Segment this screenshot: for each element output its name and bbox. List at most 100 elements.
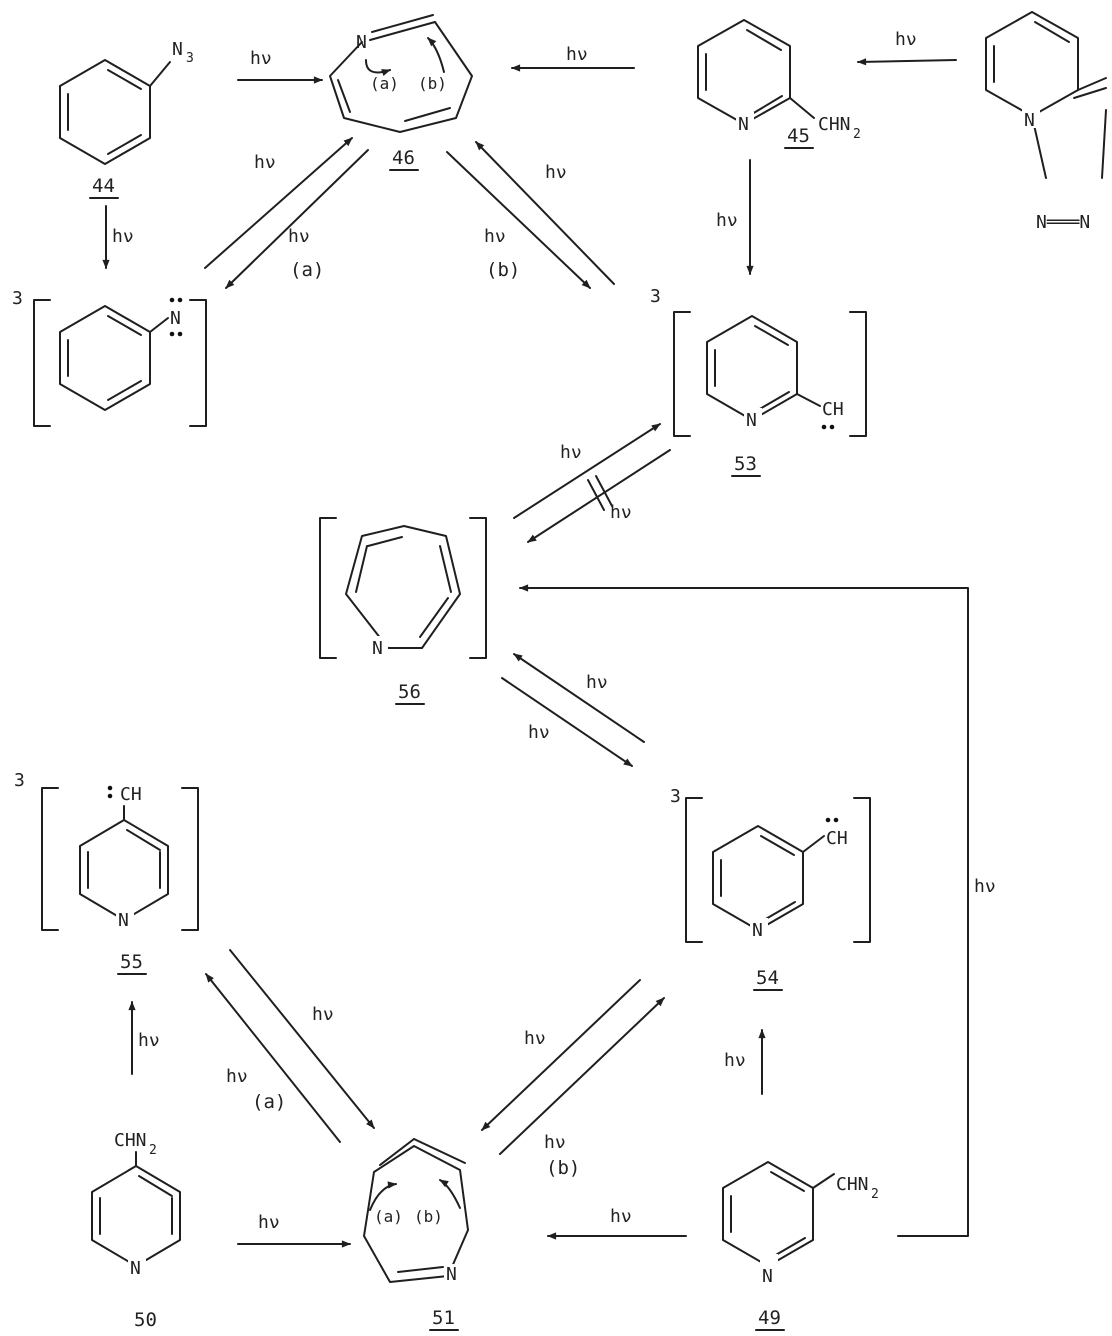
- hv-53-46: hν: [545, 162, 567, 183]
- hv-49-54: hν: [724, 1050, 746, 1071]
- bracket-right-56: [469, 517, 487, 659]
- bracket-right-nitrene: [189, 299, 207, 427]
- hv-51-55: hν: [226, 1066, 248, 1087]
- hv-triazolo-45: hν: [895, 29, 917, 50]
- label-56: 56: [398, 681, 421, 703]
- hv-54-56: hν: [586, 672, 608, 693]
- compound-51-azacycloheptatetraene: N (a) (b): [363, 1138, 469, 1285]
- nitrene-n: N: [170, 308, 181, 329]
- arrow-54-to-51: [481, 979, 641, 1131]
- arrow-56-to-54: [501, 677, 633, 767]
- hv-51-54: hν: [544, 1132, 566, 1153]
- hv-56-54: hν: [528, 722, 550, 743]
- hv-54-51: hν: [524, 1028, 546, 1049]
- chn2-subscript-50: 2: [149, 1143, 157, 1158]
- arrow-56-to-53: [513, 423, 661, 519]
- ring-n-50: N: [130, 1258, 141, 1279]
- bracket-left-53: [673, 311, 691, 437]
- arrow-triazolo-to-45: [857, 58, 957, 66]
- hv-49-56: hν: [974, 876, 996, 897]
- ring-n-55: N: [118, 910, 129, 931]
- hv-56-53: hν: [560, 442, 582, 463]
- chn2-subscript-45: 2: [853, 127, 861, 142]
- bracket-left-55: [41, 787, 59, 931]
- arrow-53-to-56: [527, 449, 671, 543]
- ring-n-45: N: [738, 114, 749, 135]
- hv-50-51: hν: [258, 1212, 280, 1233]
- compound-54-3-pyridylcarbene: 3 N CH: [670, 786, 871, 943]
- bracket-left-nitrene: [33, 299, 51, 427]
- arrow-46-to-53: [446, 151, 591, 289]
- hv-44-nitrene: hν: [112, 226, 134, 247]
- compound-46-azacycloheptatetraene: N (a) (b): [329, 14, 473, 133]
- path-a-55: (a): [252, 1091, 286, 1113]
- azide-n-label: N: [172, 39, 183, 60]
- hv-45-53: hν: [716, 210, 738, 231]
- triplet-label-nitrene: 3: [12, 288, 23, 309]
- hv-46-53: hν: [484, 226, 506, 247]
- triplet-label-53: 3: [650, 286, 661, 307]
- bracket-right-53: [849, 311, 867, 437]
- bracket-left-56: [319, 517, 337, 659]
- carbene-ch-53: CH: [822, 399, 844, 420]
- carbene-ch-54: CH: [826, 828, 848, 849]
- ring-n-46: N: [356, 32, 367, 53]
- arrow-54-to-56: [513, 653, 645, 743]
- label-50: 50: [134, 1309, 157, 1331]
- chn2-label-45: CHN: [818, 114, 851, 135]
- bracket-right-54: [853, 797, 871, 943]
- arrow-49-to-56: [519, 584, 969, 1237]
- hv-55-51: hν: [312, 1004, 334, 1025]
- arrow-51-to-54: [499, 997, 665, 1155]
- compound-50-4-pyridyldiazomethane: CHN 2 N: [91, 1130, 181, 1279]
- hv-50-55: hν: [138, 1030, 160, 1051]
- mechanism-a-51: (a): [374, 1207, 403, 1226]
- triplet-label-54: 3: [670, 786, 681, 807]
- compound-45-2-pyridyldiazomethane: N CHN 2: [697, 19, 861, 142]
- triazole-nn-label: N═══N: [1036, 212, 1090, 233]
- label-55: 55: [120, 951, 143, 973]
- bracket-right-55: [181, 787, 199, 931]
- hv-46-nitrene: hν: [288, 226, 310, 247]
- label-51: 51: [432, 1307, 455, 1329]
- compound-53-2-pyridylcarbene: 3 N CH: [650, 286, 867, 437]
- azide-subscript: 3: [186, 51, 194, 66]
- chn2-subscript-49: 2: [871, 1187, 879, 1202]
- compound-triazolopyridine: N N═══N: [985, 11, 1107, 233]
- ring-n-53: N: [746, 410, 757, 431]
- hv-nitrene-46: hν: [254, 152, 276, 173]
- compound-55-4-pyridylcarbene: 3 CH N: [14, 770, 199, 931]
- chn2-label-49: CHN: [836, 1174, 869, 1195]
- ring-n-54: N: [752, 920, 763, 941]
- bridge-n: N: [1024, 110, 1035, 131]
- hv-44-46: hν: [250, 48, 272, 69]
- arrow-55-to-51: [229, 949, 375, 1129]
- arrow-46-to-nitrene: [225, 149, 369, 289]
- compound-triplet-phenylnitrene: 3 N: [12, 288, 207, 427]
- label-54: 54: [756, 967, 779, 989]
- path-b-53: (b): [486, 259, 520, 281]
- mechanism-b-46: (b): [418, 74, 447, 93]
- label-53: 53: [734, 453, 757, 475]
- compound-44-phenyl-azide: N 3: [59, 39, 194, 165]
- label-44: 44: [92, 175, 115, 197]
- label-46: 46: [392, 147, 415, 169]
- hv-53-56-blocked: hν: [610, 502, 632, 523]
- path-b-54: (b): [546, 1157, 580, 1179]
- mechanism-a-46: (a): [370, 74, 399, 93]
- chn2-label-50: CHN: [114, 1130, 147, 1151]
- label-49: 49: [758, 1307, 781, 1329]
- arrow-53-to-46: [475, 141, 615, 285]
- bracket-left-54: [685, 797, 703, 943]
- ring-n-56: N: [372, 638, 383, 659]
- mechanism-b-51: (b): [414, 1207, 443, 1226]
- hv-49-51: hν: [610, 1206, 632, 1227]
- arrow-nitrene-to-46: [204, 137, 353, 269]
- ring-n-49: N: [762, 1266, 773, 1287]
- ring-n-51: N: [446, 1264, 457, 1285]
- arrow-51-to-55: [205, 973, 341, 1143]
- path-a-nitrene: (a): [290, 259, 324, 281]
- hv-45-46: hν: [566, 44, 588, 65]
- compound-49-3-pyridyldiazomethane: N CHN 2: [722, 1161, 879, 1287]
- carbene-ch-55: CH: [120, 784, 142, 805]
